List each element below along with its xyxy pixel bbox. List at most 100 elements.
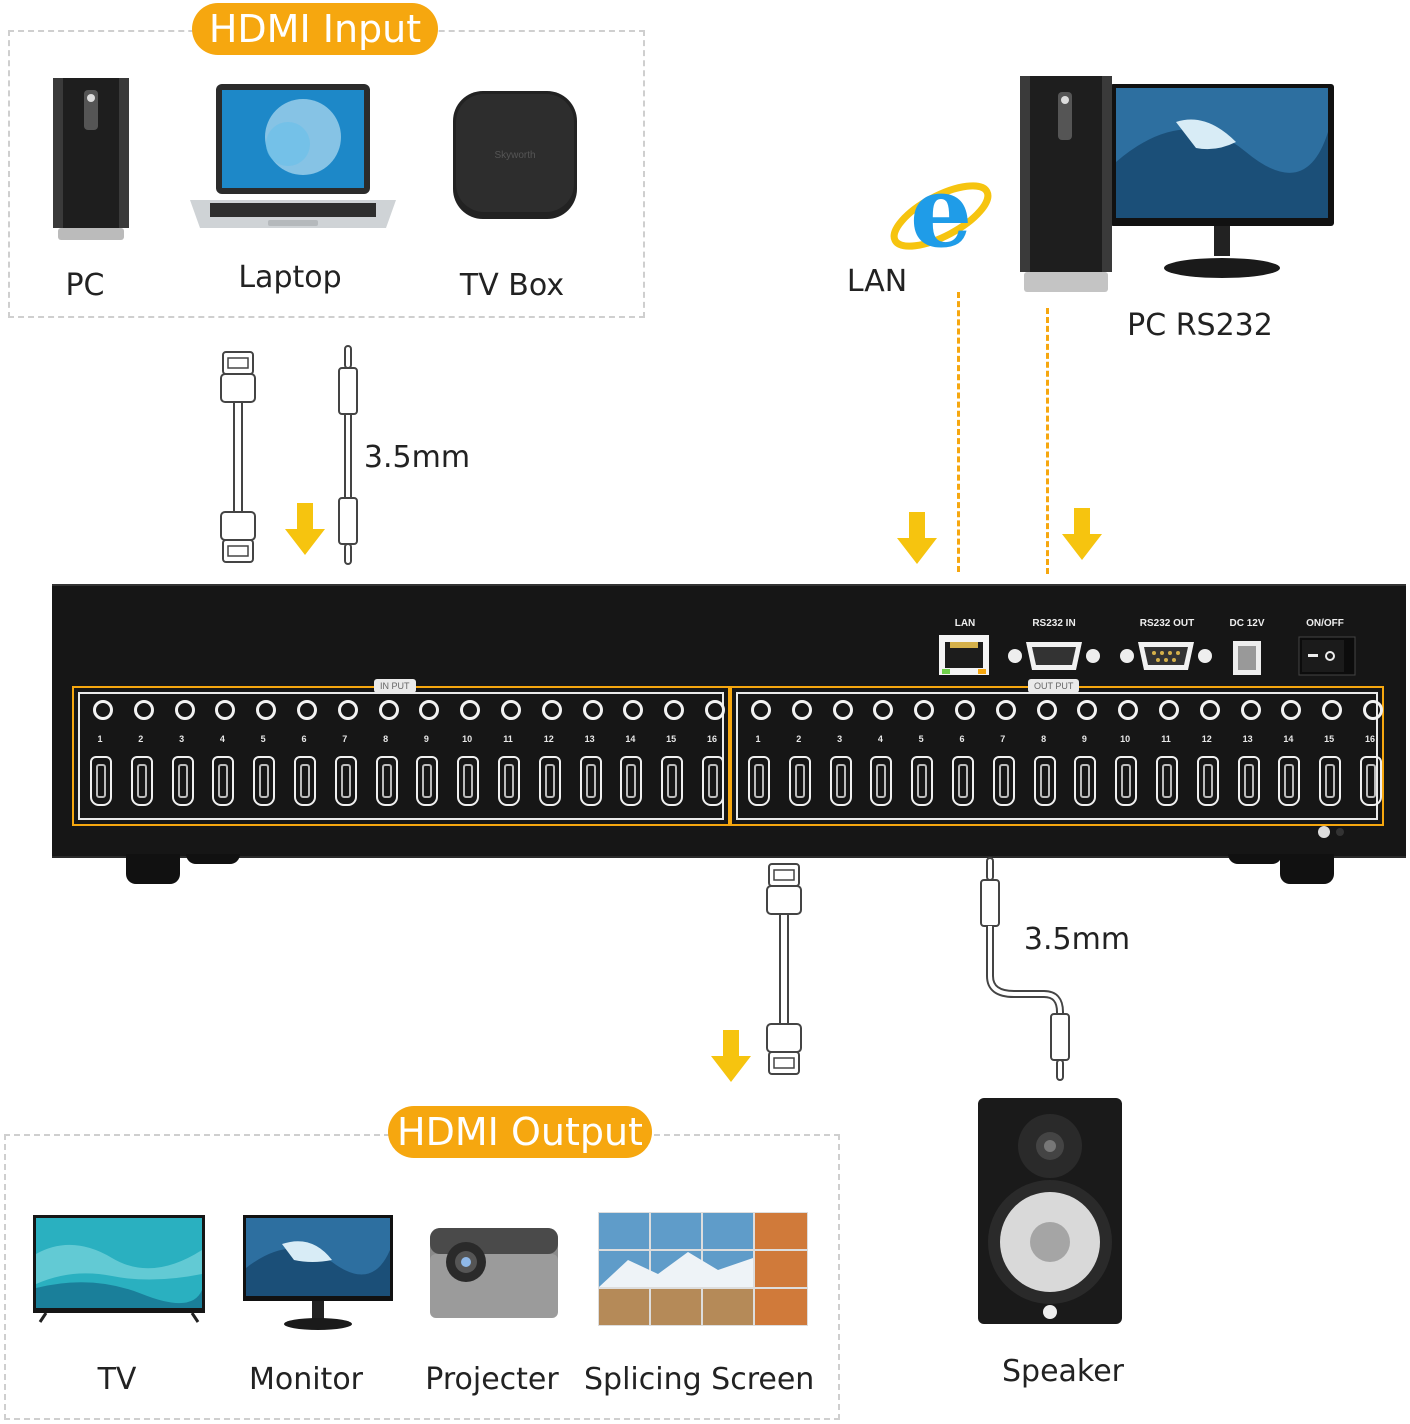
output-port[interactable]: 5 [903, 688, 944, 818]
led-indicator-icon [337, 700, 358, 720]
monitor-icon [243, 1215, 393, 1330]
hdmi-port-icon[interactable] [579, 756, 602, 806]
led-indicator-icon [1363, 700, 1383, 720]
led-indicator-icon [1199, 700, 1220, 720]
port-number: 3 [179, 734, 185, 744]
input-port[interactable]: 6 [286, 688, 327, 818]
led-indicator-icon [1281, 700, 1302, 720]
hdmi-port-icon[interactable] [457, 756, 480, 806]
hdmi-port-icon[interactable] [538, 756, 561, 806]
output-port[interactable]: 1 [740, 688, 781, 818]
input-port[interactable]: 1 [82, 688, 123, 818]
hdmi-port-icon[interactable] [498, 756, 520, 806]
pc-rs232-label: PC RS232 [1127, 308, 1273, 343]
output-port[interactable]: 7 [985, 688, 1026, 818]
input-port[interactable]: 14 [612, 688, 653, 818]
led-indicator-icon [1077, 700, 1098, 720]
rear-label-rs232-out: RS232 OUT [1139, 618, 1195, 629]
device-label-pc: PC [65, 268, 105, 303]
output-port[interactable]: 3 [822, 688, 863, 818]
input-port[interactable]: 2 [123, 688, 164, 818]
output-port[interactable]: 13 [1230, 688, 1271, 818]
input-port[interactable]: 16 [694, 688, 735, 818]
hdmi-port-icon[interactable] [748, 756, 770, 806]
led-indicator-icon [460, 700, 481, 720]
hdmi-port-icon[interactable] [253, 756, 276, 806]
output-port[interactable]: 2 [781, 688, 822, 818]
hdmi-port-icon[interactable] [416, 756, 439, 806]
hdmi-port-icon[interactable] [911, 756, 934, 806]
hdmi-port-icon[interactable] [1115, 756, 1138, 806]
hdmi-port-icon[interactable] [870, 756, 893, 806]
output-port[interactable]: 9 [1066, 688, 1107, 818]
hdmi-port-icon[interactable] [375, 756, 398, 806]
input-port[interactable]: 11 [490, 688, 531, 818]
hdmi-port-icon[interactable] [829, 756, 852, 806]
port-number: 7 [342, 734, 348, 744]
led-indicator-icon [419, 700, 440, 720]
device-foot [126, 854, 180, 884]
hdmi-port-icon[interactable] [788, 756, 811, 806]
hdmi-port-icon[interactable] [702, 756, 724, 806]
lan-connection-line [957, 292, 960, 572]
hdmi-port-icon[interactable] [661, 756, 684, 806]
input-port[interactable]: 5 [245, 688, 286, 818]
hdmi-port-icon[interactable] [334, 756, 357, 806]
rs232-out-port-icon[interactable] [1118, 638, 1214, 674]
hdmi-port-icon[interactable] [294, 756, 316, 806]
output-port[interactable]: 15 [1311, 688, 1352, 818]
hdmi-port-icon[interactable] [952, 756, 974, 806]
port-number: 13 [584, 734, 595, 744]
input-port[interactable]: 4 [204, 688, 245, 818]
input-port[interactable]: 15 [653, 688, 694, 818]
input-port[interactable]: 10 [449, 688, 490, 818]
output-port[interactable]: 4 [862, 688, 903, 818]
hdmi-port-icon[interactable] [1196, 756, 1219, 806]
svg-text:e: e [910, 160, 972, 266]
led-indicator-icon [541, 700, 562, 720]
hdmi-port-icon[interactable] [171, 756, 194, 806]
output-port[interactable]: 6 [944, 688, 985, 818]
device-foot [186, 854, 240, 864]
hdmi-port-icon[interactable] [992, 756, 1015, 806]
port-number: 2 [138, 734, 144, 744]
dc-power-jack-icon[interactable] [1232, 640, 1262, 676]
hdmi-port-icon[interactable] [212, 756, 235, 806]
hdmi-port-icon[interactable] [1319, 756, 1342, 806]
hdmi-port-icon[interactable] [1278, 756, 1301, 806]
power-switch-icon[interactable] [1298, 636, 1356, 676]
output-port[interactable]: 10 [1107, 688, 1148, 818]
port-number: 12 [1201, 734, 1212, 744]
rs232-in-port-icon[interactable] [1006, 638, 1102, 674]
hdmi-port-icon[interactable] [1033, 756, 1056, 806]
port-number: 5 [918, 734, 924, 744]
hdmi-port-icon[interactable] [1360, 756, 1382, 806]
hdmi-port-icon[interactable] [1237, 756, 1260, 806]
hdmi-cable-icon [766, 863, 802, 1075]
output-group-tag: OUT PUT [1028, 679, 1080, 693]
input-port[interactable]: 3 [164, 688, 205, 818]
led-indicator-icon [1036, 700, 1057, 720]
pc-tower-icon [53, 78, 129, 240]
led-indicator-icon [914, 700, 935, 720]
hdmi-port-icon[interactable] [1074, 756, 1097, 806]
output-port[interactable]: 11 [1148, 688, 1189, 818]
output-port[interactable]: 16 [1352, 688, 1393, 818]
hdmi-port-icon[interactable] [1156, 756, 1178, 806]
video-wall-icon [598, 1212, 808, 1326]
hdmi-port-icon[interactable] [620, 756, 643, 806]
input-port[interactable]: 13 [572, 688, 613, 818]
output-port[interactable]: 14 [1270, 688, 1311, 818]
hdmi-port-icon[interactable] [90, 756, 112, 806]
hdmi-port-icon[interactable] [130, 756, 153, 806]
input-port[interactable]: 12 [531, 688, 572, 818]
lan-port-icon[interactable] [938, 634, 990, 676]
port-number: 10 [1120, 734, 1131, 744]
input-port[interactable]: 7 [327, 688, 368, 818]
input-port[interactable]: 9 [408, 688, 449, 818]
port-number: 14 [625, 734, 636, 744]
output-port[interactable]: 12 [1189, 688, 1230, 818]
output-port[interactable]: 8 [1026, 688, 1067, 818]
input-port[interactable]: 8 [368, 688, 409, 818]
